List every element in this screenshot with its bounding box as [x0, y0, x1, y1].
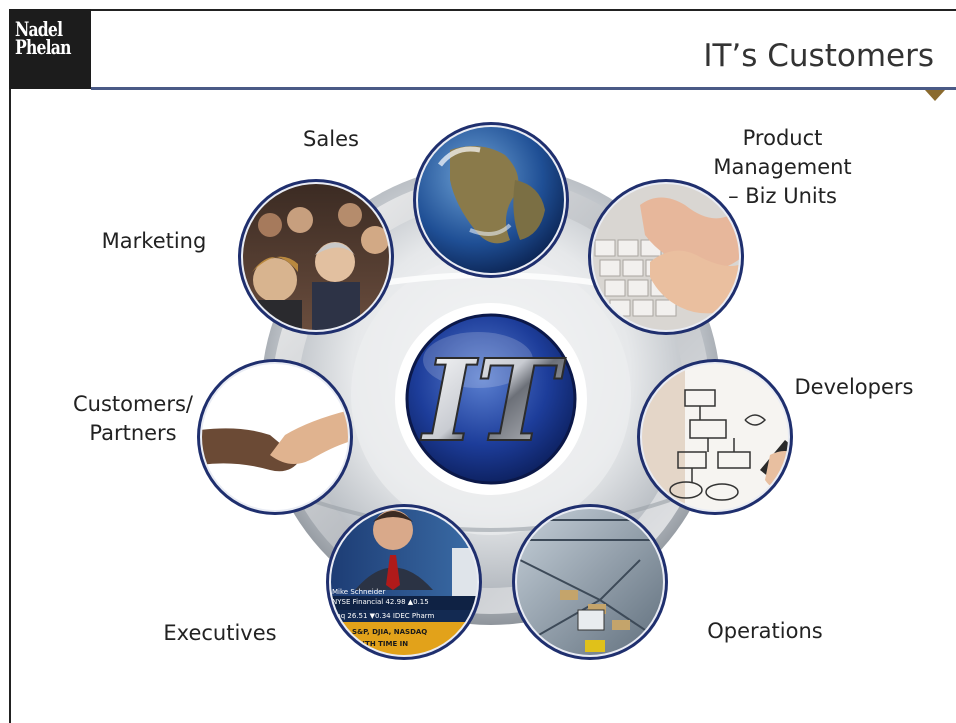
label-product-line-2: Management	[713, 155, 852, 179]
executives-broadcast-image: Mike Schneider NYSE Financial 42.98 ▲0.1…	[326, 504, 482, 660]
ticker-row-4: SIXTH TIME IN	[352, 640, 408, 648]
label-customers-line-2: Partners	[89, 421, 177, 445]
page-title: IT’s Customers	[703, 38, 934, 74]
logo-text: Nadel Phelan	[15, 17, 71, 59]
product-keyboard-image	[588, 179, 744, 335]
label-customers-line-1: Customers/	[72, 392, 194, 416]
label-product-management: Product Management – Biz Units	[700, 124, 865, 211]
ticker-name-1: Mike Schneider	[332, 588, 385, 596]
header-triangle-marker	[925, 90, 945, 101]
label-executives: Executives	[163, 621, 277, 645]
label-product-line-1: Product	[742, 126, 823, 150]
label-product-line-3: – Biz Units	[728, 184, 837, 208]
label-marketing: Marketing	[101, 229, 207, 253]
ticker-row-1: NYSE Financial 42.98 ▲0.15	[332, 598, 429, 606]
logo-line-2: Phelan	[15, 35, 71, 59]
left-border	[9, 9, 11, 723]
customers-handshake-image	[197, 359, 353, 515]
marketing-audience-image	[238, 179, 394, 335]
top-border	[9, 9, 956, 11]
header-rule	[91, 87, 956, 90]
nadel-phelan-logo: Nadel Phelan	[9, 9, 91, 89]
label-developers: Developers	[794, 375, 914, 399]
operations-warehouse-image	[512, 504, 668, 660]
label-sales: Sales	[303, 127, 359, 151]
ticker-row-2: daq 26.51 ▼0.34 IDEC Pharm	[332, 612, 435, 620]
label-operations: Operations	[707, 619, 823, 643]
ticker-row-3: S&P, DJIA, NASDAQ	[352, 628, 427, 636]
developers-flowchart-image	[637, 359, 793, 515]
label-customers-partners: Customers/ Partners	[58, 390, 208, 448]
logo-line-1: Nadel	[15, 17, 63, 41]
sales-globe-image	[413, 122, 569, 278]
center-it-text: IT	[420, 336, 566, 467]
center-it-emblem: IT	[395, 303, 587, 495]
